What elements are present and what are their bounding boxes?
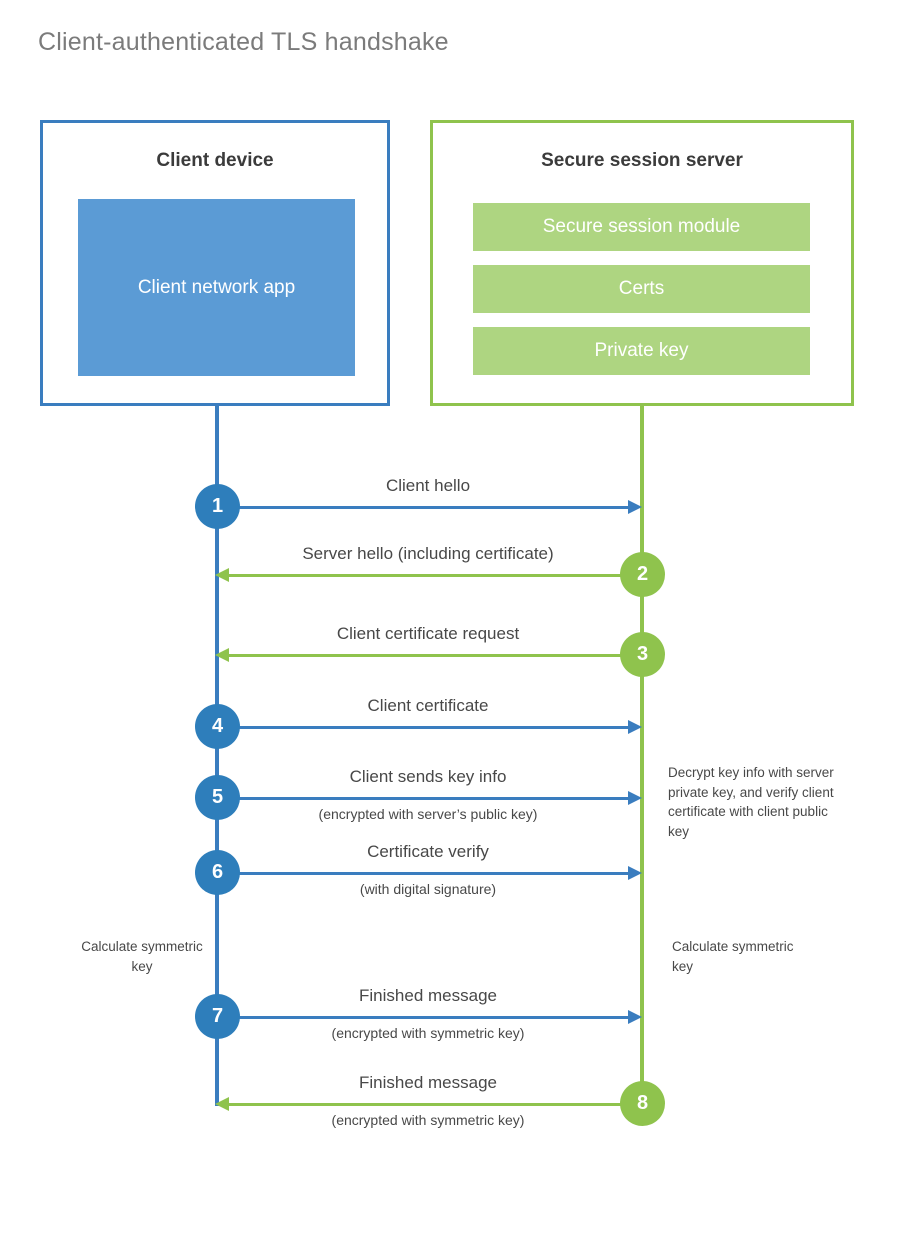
arrow-right-icon — [628, 1010, 642, 1024]
message-sublabel-6: (with digital signature) — [359, 881, 497, 897]
message-sublabel-5: (encrypted with server’s public key) — [318, 806, 538, 822]
message-label-1: Client hello — [385, 476, 471, 495]
server-component-private-key: Private key — [473, 327, 810, 375]
step-badge-7: 7 — [195, 994, 240, 1039]
client-device-box: Client device Client network app — [40, 120, 390, 406]
message-label-4: Client certificate — [367, 696, 489, 715]
server-component-secure-session-module: Secure session module — [473, 203, 810, 251]
arrow-right-icon — [628, 866, 642, 880]
arrow-left-icon — [215, 1097, 229, 1111]
client-network-app-block: Client network app — [78, 199, 355, 376]
note-server-decrypt: Decrypt key info with server private key… — [668, 765, 834, 839]
step-badge-4: 4 — [195, 704, 240, 749]
message-line-8 — [226, 1103, 640, 1106]
secure-session-server-box: Secure session server Secure session mod… — [430, 120, 854, 406]
message-line-1 — [217, 506, 631, 509]
message-label-8: Finished message — [359, 1073, 497, 1092]
message-line-7 — [217, 1016, 631, 1019]
arrow-right-icon — [628, 720, 642, 734]
note-client-calculate-symmetric-key: Calculate symmetric key — [81, 939, 203, 974]
message-sublabel-8: (encrypted with symmetric key) — [331, 1112, 525, 1128]
message-line-4 — [217, 726, 631, 729]
secure-session-server-title: Secure session server — [541, 150, 743, 171]
arrow-right-icon — [628, 500, 642, 514]
message-label-3: Client certificate request — [336, 624, 520, 643]
client-device-title: Client device — [156, 150, 274, 171]
note-server-calculate-symmetric-key: Calculate symmetric key — [672, 939, 794, 974]
step-badge-5: 5 — [195, 775, 240, 820]
step-badge-3: 3 — [620, 632, 665, 677]
message-line-3 — [226, 654, 640, 657]
page-title: Client-authenticated TLS handshake — [38, 28, 449, 56]
message-label-5: Client sends key info — [349, 767, 507, 786]
message-line-6 — [217, 872, 631, 875]
message-label-2: Server hello (including certificate) — [302, 544, 554, 563]
client-lifeline — [215, 406, 219, 1106]
message-label-7: Finished message — [359, 986, 497, 1005]
message-sublabel-7: (encrypted with symmetric key) — [331, 1025, 525, 1041]
server-lifeline — [640, 406, 644, 1106]
step-badge-1: 1 — [195, 484, 240, 529]
message-line-2 — [226, 574, 640, 577]
message-line-5 — [217, 797, 631, 800]
arrow-right-icon — [628, 791, 642, 805]
step-badge-2: 2 — [620, 552, 665, 597]
step-badge-6: 6 — [195, 850, 240, 895]
arrow-left-icon — [215, 568, 229, 582]
message-label-6: Certificate verify — [367, 842, 489, 861]
server-component-certs: Certs — [473, 265, 810, 313]
step-badge-8: 8 — [620, 1081, 665, 1126]
arrow-left-icon — [215, 648, 229, 662]
